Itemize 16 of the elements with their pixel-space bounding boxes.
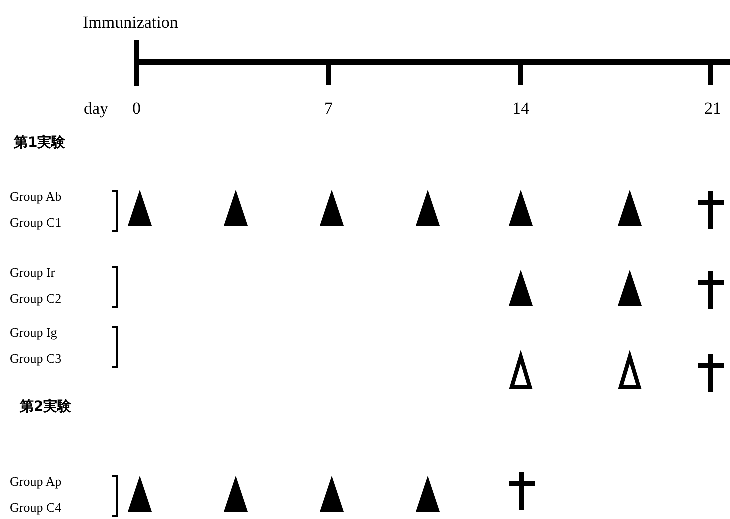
section-heading: 第1実験 xyxy=(14,136,66,150)
group-label: Group C3 xyxy=(10,352,62,365)
group-label: Group Ap xyxy=(10,475,62,488)
axis-title: Immunization xyxy=(83,14,178,31)
group-label: Group C4 xyxy=(10,501,62,514)
tick-label: 0 xyxy=(132,100,141,117)
group-label: Group Ir xyxy=(10,266,56,279)
section-heading: 第2実験 xyxy=(20,400,72,414)
group-label: Group C1 xyxy=(10,216,62,229)
axis-label: day xyxy=(84,100,109,117)
tick-label: 7 xyxy=(324,100,333,117)
group-label: Group C2 xyxy=(10,292,62,305)
tick-label: 21 xyxy=(704,100,722,117)
tick-label: 14 xyxy=(512,100,530,117)
group-label: Group Ab xyxy=(10,190,62,203)
group-label: Group Ig xyxy=(10,326,58,339)
